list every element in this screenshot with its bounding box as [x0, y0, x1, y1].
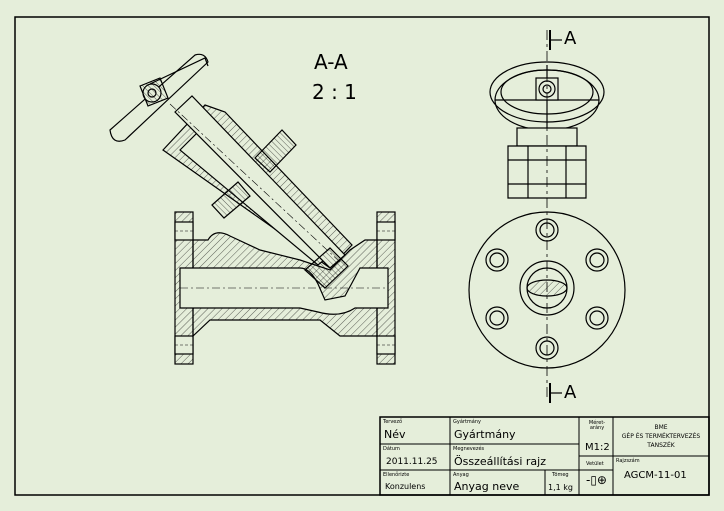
material-label: Anyag: [453, 472, 469, 478]
org-line-3: TANSZÉK: [647, 442, 675, 449]
org-line-1: BME: [654, 424, 668, 431]
drawn-by-label: Tervező: [383, 419, 403, 425]
scale-label: Méret-arány: [588, 420, 606, 431]
drawn-by-value: Név: [384, 428, 406, 441]
org-line-2: GÉP ÉS TERMÉKTERVEZÉS: [621, 433, 701, 440]
title-value: Összeállítási rajz: [454, 455, 547, 468]
mass-value: 1,1 kg: [548, 483, 573, 492]
section-view: [109, 53, 396, 365]
scale-value: M1:2: [585, 442, 610, 453]
date-label: Dátum: [383, 446, 400, 452]
drawing-number-value: AGCM-11-01: [624, 470, 687, 481]
checked-value: Konzulens: [385, 482, 426, 491]
front-view: [468, 30, 626, 400]
section-label: A-A: [314, 50, 348, 74]
product-value: Gyártmány: [454, 428, 516, 441]
drawing-number-label: Rajzszám: [616, 458, 640, 464]
mass-label: Tömeg: [552, 472, 569, 478]
projection-label: Vetület: [586, 461, 604, 467]
cut-mark-top: A: [564, 28, 577, 49]
section-scale: 2 : 1: [312, 80, 357, 104]
cut-mark-bottom: A: [564, 382, 577, 403]
sheet-frame: [14, 16, 710, 496]
material-value: Anyag neve: [454, 480, 520, 493]
projection-symbol-icon: -▯⊕: [586, 473, 607, 487]
date-value: 2011.11.25: [386, 457, 438, 467]
product-label: Gyártmány: [453, 419, 481, 425]
title-block-grid: [379, 416, 710, 496]
cutting-plane-marks: [549, 30, 562, 403]
checked-label: Ellenőrizte: [383, 472, 410, 478]
title-label: Megnevezés: [453, 446, 485, 452]
